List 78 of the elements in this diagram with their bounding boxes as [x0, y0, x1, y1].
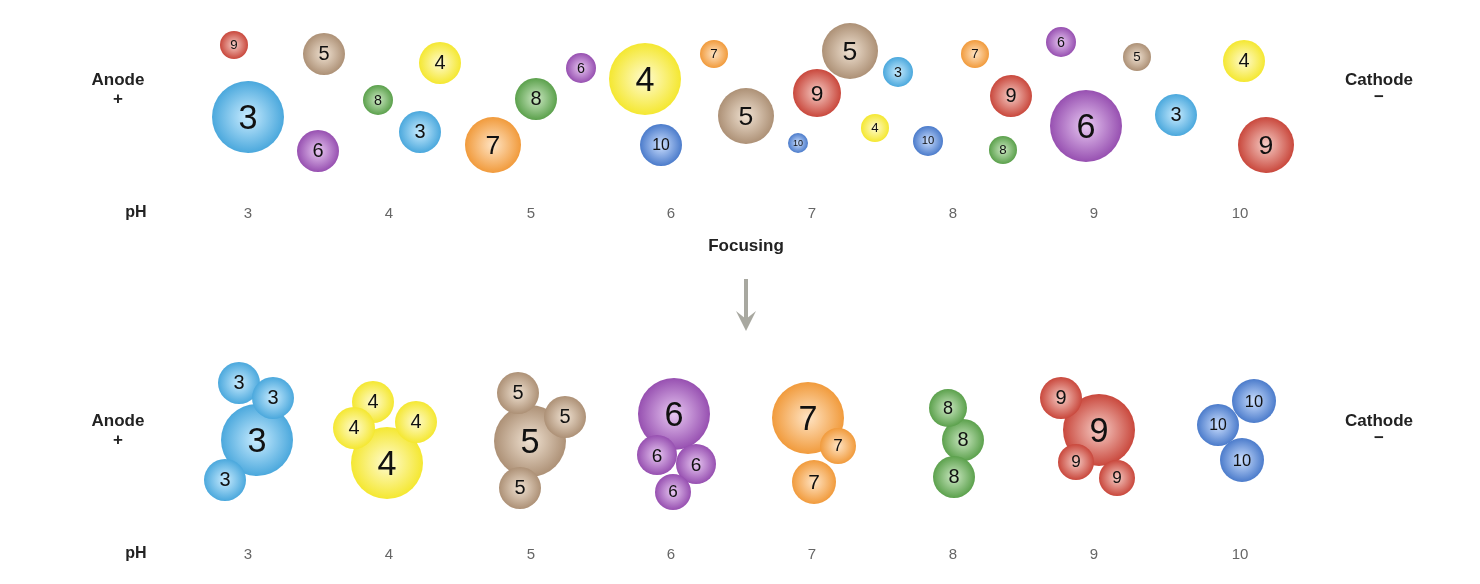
polarity-sign: −	[1374, 428, 1384, 448]
protein-circle: 5	[303, 33, 345, 75]
protein-circle: 6	[676, 444, 716, 484]
protein-circle: 6	[638, 378, 710, 450]
ph-tick-label: 8	[948, 544, 958, 562]
protein-circle: 9	[793, 69, 841, 117]
protein-circle: 6	[297, 130, 339, 172]
polarity-sign: −	[1374, 87, 1384, 107]
electrode-label: Anode	[91, 411, 145, 431]
protein-circle: 8	[989, 136, 1017, 164]
protein-circle: 4	[419, 42, 461, 84]
ph-tick-label: 10	[1231, 544, 1249, 562]
protein-circle: 6	[566, 53, 596, 83]
protein-circle: 5	[822, 23, 878, 79]
ph-tick-label: 9	[1089, 203, 1099, 221]
protein-circle: 7	[820, 428, 856, 464]
protein-circle: 3	[212, 81, 284, 153]
ph-tick-label: 6	[666, 203, 676, 221]
protein-circle: 3	[1155, 94, 1197, 136]
protein-circle: 10	[1232, 379, 1276, 423]
protein-circle: 3	[252, 377, 294, 419]
protein-circle: 9	[1040, 377, 1082, 419]
protein-circle: 5	[718, 88, 774, 144]
protein-circle: 9	[1099, 460, 1135, 496]
polarity-sign: +	[113, 430, 123, 450]
protein-circle: 3	[883, 57, 913, 87]
protein-circle: 8	[363, 85, 393, 115]
protein-circle: 4	[1223, 40, 1265, 82]
axis-label: pH	[125, 544, 147, 562]
protein-circle: 8	[515, 78, 557, 120]
protein-circle: 4	[609, 43, 681, 115]
protein-circle: 8	[929, 389, 967, 427]
protein-circle: 10	[640, 124, 682, 166]
ph-tick-label: 8	[948, 203, 958, 221]
process-label: Focusing	[708, 236, 784, 256]
protein-circle: 3	[399, 111, 441, 153]
protein-circle: 8	[933, 456, 975, 498]
protein-circle: 7	[700, 40, 728, 68]
protein-circle: 6	[637, 435, 677, 475]
protein-circle: 7	[465, 117, 521, 173]
protein-circle: 9	[990, 75, 1032, 117]
protein-circle: 7	[961, 40, 989, 68]
protein-circle: 9	[1238, 117, 1294, 173]
protein-circle: 6	[1050, 90, 1122, 162]
protein-circle: 5	[544, 396, 586, 438]
ph-tick-label: 5	[526, 544, 536, 562]
ph-tick-label: 4	[384, 544, 394, 562]
protein-circle: 3	[218, 362, 260, 404]
protein-circle: 4	[333, 407, 375, 449]
ph-tick-label: 10	[1231, 203, 1249, 221]
ph-tick-label: 7	[807, 544, 817, 562]
protein-circle: 6	[1046, 27, 1076, 57]
protein-circle: 10	[1197, 404, 1239, 446]
ph-tick-label: 3	[243, 203, 253, 221]
protein-circle: 10	[1220, 438, 1264, 482]
protein-circle: 10	[788, 133, 808, 153]
ph-tick-label: 9	[1089, 544, 1099, 562]
ph-tick-label: 4	[384, 203, 394, 221]
ph-tick-label: 3	[243, 544, 253, 562]
protein-circle: 9	[220, 31, 248, 59]
protein-circle: 10	[913, 126, 943, 156]
protein-circle: 4	[395, 401, 437, 443]
protein-circle: 6	[655, 474, 691, 510]
protein-circle: 7	[792, 460, 836, 504]
ph-tick-label: 6	[666, 544, 676, 562]
protein-circle: 5	[497, 372, 539, 414]
electrode-label: Anode	[91, 70, 145, 90]
protein-circle: 9	[1058, 444, 1094, 480]
protein-circle: 3	[204, 459, 246, 501]
electrode-label: Cathode	[1345, 411, 1413, 431]
electrode-label: Cathode	[1345, 70, 1413, 90]
protein-circle: 5	[1123, 43, 1151, 71]
polarity-sign: +	[113, 89, 123, 109]
axis-label: pH	[125, 203, 147, 221]
protein-circle: 4	[861, 114, 889, 142]
ph-tick-label: 7	[807, 203, 817, 221]
protein-circle: 5	[499, 467, 541, 509]
ph-tick-label: 5	[526, 203, 536, 221]
